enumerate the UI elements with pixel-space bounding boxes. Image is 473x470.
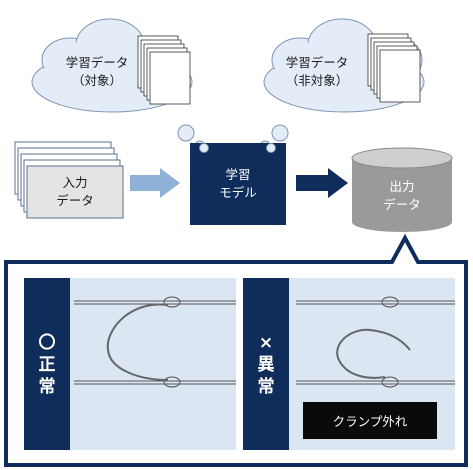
model-box — [190, 143, 286, 225]
output-data-line2: データ — [383, 197, 421, 212]
doc-stack-non-target — [367, 33, 421, 103]
error-badge-text: クランプ外れ — [332, 414, 408, 429]
error-badge: クランプ外れ — [303, 402, 437, 439]
output-data-label: 出力 データ — [352, 178, 452, 214]
cloud-non-target-line1: 学習データ — [285, 55, 349, 70]
normal-label: 〇正常 — [38, 333, 56, 397]
normal-label-bar — [24, 278, 70, 450]
cloud-non-target-label: 学習データ （非対象） — [272, 54, 362, 90]
output-cylinder — [351, 147, 453, 232]
cloud-target-label: 学習データ （対象） — [52, 54, 142, 90]
cloud-non-target-line2: （非対象） — [285, 73, 349, 88]
cloud-target-line2: （対象） — [71, 73, 122, 88]
abnormal-label: ×異常 — [257, 333, 275, 397]
doc-stack-target — [137, 35, 191, 105]
normal-clamp-diagram — [74, 296, 236, 388]
model-line1: 学習 — [225, 167, 251, 182]
output-data-line1: 出力 — [389, 179, 415, 194]
abnormal-clamp-diagram — [296, 296, 455, 388]
input-data-stack — [14, 141, 124, 219]
model-label: 学習 モデル — [190, 166, 286, 202]
input-data-label: 入力 データ — [27, 174, 123, 210]
arrow-model-to-output — [296, 168, 348, 198]
abnormal-label-bar — [243, 278, 289, 450]
arrow-input-to-model — [130, 168, 180, 198]
cloud-target-line1: 学習データ — [65, 55, 129, 70]
model-line2: モデル — [219, 185, 257, 200]
input-data-line1: 入力 — [62, 175, 88, 190]
input-data-line2: データ — [56, 193, 94, 208]
